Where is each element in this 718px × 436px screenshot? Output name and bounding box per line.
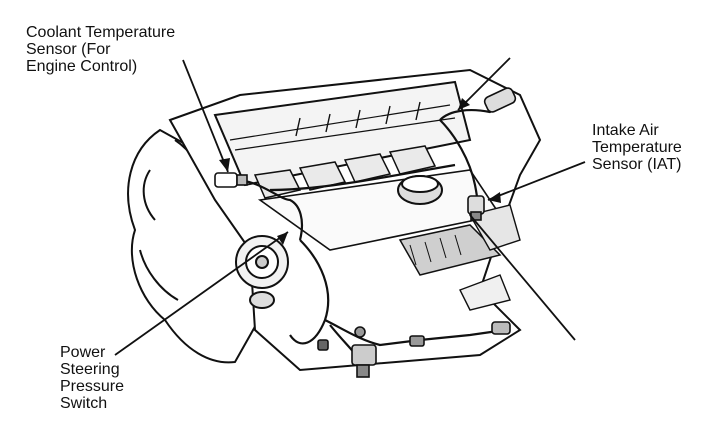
power-steering-switch-label: Power Steering Pressure Switch [60,344,124,412]
intake-air-sensor-label-line-3: Sensor (IAT) [592,156,682,173]
power-steering-switch-label-line-3: Pressure [60,378,125,395]
intake-air-sensor-label-line-2: Temperature [592,139,682,156]
intake-air-sensor-label: Intake Air Temperature Sensor (IAT) [592,122,682,173]
power-steering-switch-label-line-2: Steering [60,361,120,378]
leader-lines [114,57,586,356]
coolant-sensor-label-line-3: Engine Control) [26,58,138,75]
power-steering-switch-label-line-4: Switch [60,395,108,412]
arrowheads [219,98,501,245]
coolant-sensor-label-line-2: Sensor (For [26,41,111,58]
coolant-sensor-label: Coolant Temperature Sensor (For Engine C… [26,24,175,75]
coolant-sensor-label-line-1: Coolant Temperature [26,24,176,41]
intake-air-sensor-label-line-1: Intake Air [592,122,659,139]
power-steering-switch-label-line-1: Power [60,344,106,361]
engine-block [168,68,542,372]
